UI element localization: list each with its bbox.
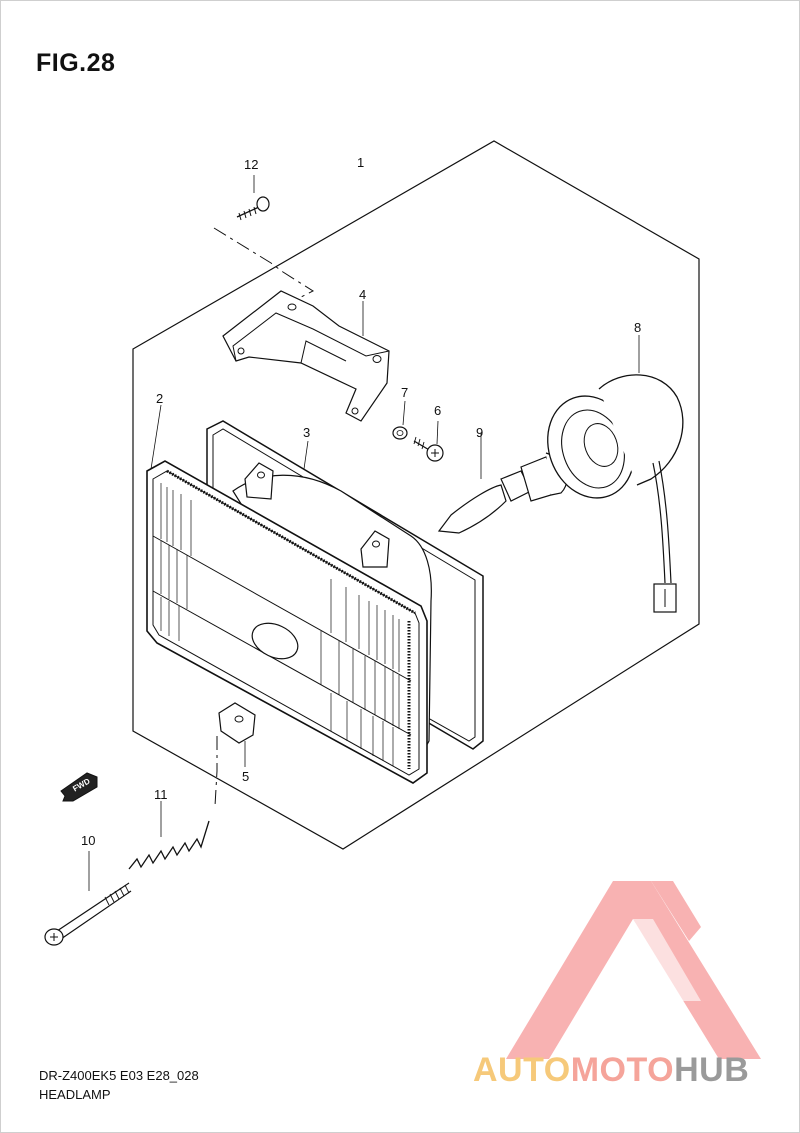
spring-part-11 <box>128 801 210 870</box>
model-code: DR-Z400EK5 E03 E28_028 <box>39 1068 199 1083</box>
watermark-auto: AUTO <box>473 1051 571 1089</box>
bracket-part-4 <box>222 290 390 422</box>
callout-11: 11 <box>154 787 168 802</box>
forward-direction-badge: FWD <box>60 772 98 802</box>
callout-2: 2 <box>156 391 163 406</box>
screw-part-10 <box>44 851 132 946</box>
callout-8: 8 <box>634 320 641 335</box>
screw-part-12 <box>236 175 270 221</box>
assembly-name: HEADLAMP <box>39 1087 111 1102</box>
screw-part-6 <box>413 420 444 462</box>
watermark-hub: HUB <box>674 1051 750 1089</box>
assembly-outline <box>132 140 700 850</box>
headlamp-part-2 <box>146 404 432 784</box>
callout-4: 4 <box>359 287 366 302</box>
watermark-wordmark: AUTOMOTOHUB <box>473 1051 749 1090</box>
callout-9: 9 <box>476 425 483 440</box>
callout-5: 5 <box>242 769 249 784</box>
callout-7: 7 <box>401 385 408 400</box>
callout-12: 12 <box>244 157 258 172</box>
watermark-logo <box>506 881 761 1059</box>
bulb-part-9 <box>437 433 568 534</box>
figure-title: FIG.28 <box>36 49 116 77</box>
washer-part-7 <box>392 400 408 440</box>
nut-part-5 <box>218 702 256 767</box>
dashed-leader-2 <box>214 736 218 807</box>
callout-10: 10 <box>81 833 95 848</box>
callout-1: 1 <box>357 155 364 170</box>
watermark-moto: MOTO <box>570 1051 675 1089</box>
socket-part-8 <box>547 335 684 613</box>
dashed-leader <box>213 227 315 300</box>
callout-6: 6 <box>434 403 441 418</box>
callout-3: 3 <box>303 425 310 440</box>
